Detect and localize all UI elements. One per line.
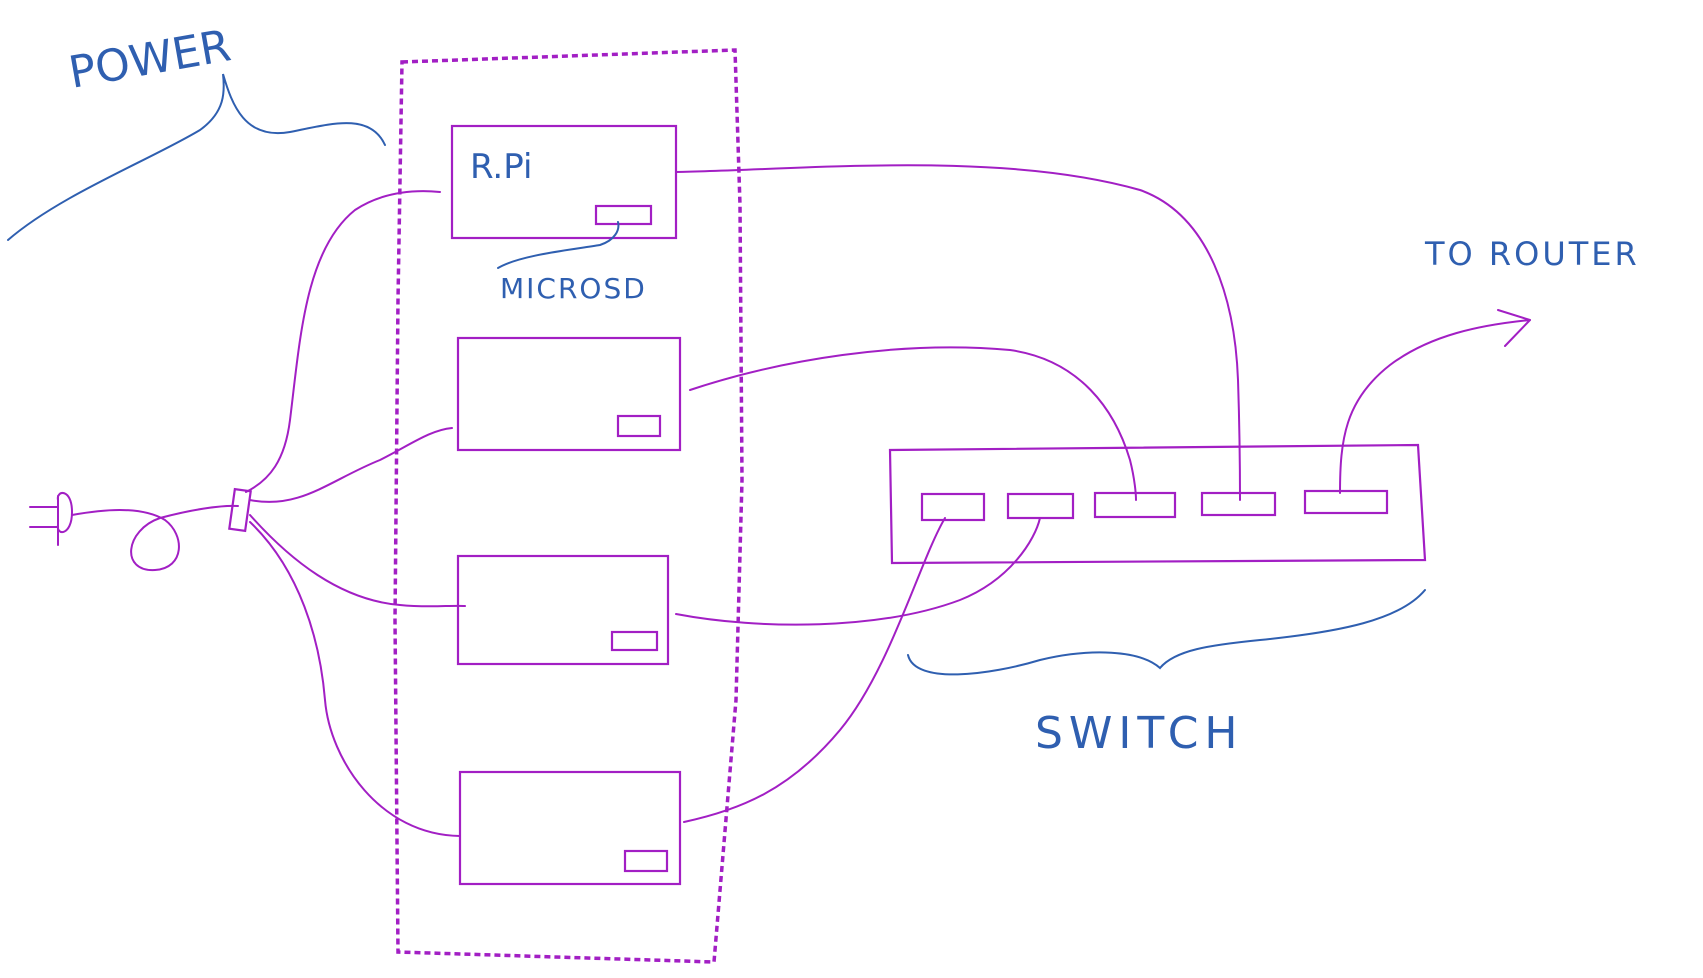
power-cable-3 (249, 514, 466, 608)
microsd-pointer (497, 221, 620, 269)
network-switch (888, 443, 1427, 565)
microsd-slot (610, 630, 659, 652)
rpi-board-1: R.Pi (450, 124, 678, 240)
microsd-slot (623, 849, 669, 873)
power-cable-1 (245, 190, 441, 493)
switch-port-4 (1200, 491, 1277, 517)
power-cable-2 (249, 427, 453, 503)
ethernet-cable-2 (689, 346, 1137, 501)
switch-port-5 (1303, 489, 1389, 515)
microsd-slot (594, 204, 653, 226)
microsd-slot (616, 414, 662, 438)
ethernet-cable-3 (675, 517, 1041, 626)
microsd-label: MICROSD (500, 272, 647, 305)
rpi-label: R.Pi (470, 147, 532, 187)
switch-label: SWITCH (1035, 708, 1244, 759)
power-plug-icon (29, 492, 73, 546)
switch-brace (907, 589, 1426, 676)
uplink-cable (1339, 319, 1531, 494)
rpi-board-4 (458, 770, 682, 886)
switch-port-1 (920, 492, 986, 522)
power-splitter (228, 487, 252, 533)
power-brace (7, 73, 386, 241)
ethernet-cable-1 (675, 164, 1241, 501)
power-cord (71, 504, 239, 572)
rpi-board-2 (456, 336, 682, 452)
pi-cluster-enclosure (393, 48, 744, 964)
arrow-head-icon (1497, 309, 1531, 347)
to-router-label: TO ROUTER (1424, 235, 1640, 273)
ethernet-cable-4 (683, 517, 946, 823)
power-label: POWER (65, 20, 234, 99)
rpi-board-3 (456, 554, 670, 666)
power-cable-4 (249, 521, 461, 837)
switch-port-2 (1006, 492, 1075, 520)
